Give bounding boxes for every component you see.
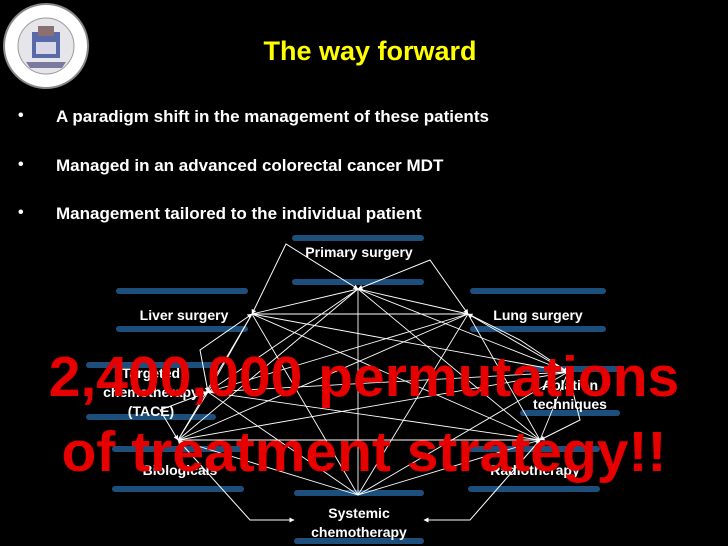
bullet-text: Management tailored to the individual pa… — [56, 204, 422, 223]
perimeter-arrow — [177, 439, 295, 523]
edge-radio-tace — [207, 391, 541, 441]
perimeter-arrow — [423, 439, 541, 523]
edge-systemic-liver — [251, 313, 359, 496]
bullet-text: Managed in an advanced colorectal cancer… — [56, 155, 444, 175]
node-radiotherapy: Radiotherapy — [490, 462, 580, 478]
perimeter-arrow — [539, 371, 581, 441]
node-lung-surgery: Lung surgery — [493, 307, 583, 323]
node-liver-surgery: Liver surgery — [139, 307, 229, 323]
perimeter-arrow — [467, 313, 569, 373]
bullet-icon: • — [18, 107, 24, 124]
node-systemic-chemotherapy: Systemic chemotherapy — [311, 505, 407, 540]
overlay-strategy-line: of treatment strategy!! — [61, 420, 667, 484]
node-primary-surgery: Primary surgery — [305, 244, 413, 260]
perimeter-arrow — [199, 313, 253, 393]
bullet-item: • A paradigm shift in the management of t… — [18, 107, 489, 156]
node-box-primary — [292, 235, 424, 285]
node-targeted-chemotherapy: Targeted chemotherapy (TACE) — [103, 365, 199, 419]
edge-ablation-tace — [207, 371, 569, 393]
edge-primary-liver — [251, 288, 359, 315]
perimeter-arrow — [159, 391, 209, 441]
bullet-icon: • — [18, 204, 24, 221]
perimeter-arrow — [357, 259, 469, 315]
edge-primary-lung — [357, 288, 469, 315]
slide-title: The way forward — [263, 36, 477, 66]
bullet-text: A paradigm shift in the management of th… — [56, 107, 489, 126]
bullet-list: • A paradigm shift in the management of t… — [18, 107, 489, 253]
edge-lung-bio — [177, 313, 469, 441]
node-biologicals: Biologicals — [142, 462, 218, 478]
hospital-seal-logo — [2, 2, 90, 90]
edge-ablation-bio — [177, 371, 569, 441]
bullet-item: • Managed in an advanced colorectal cance… — [18, 156, 489, 205]
edge-ablation-systemic — [357, 371, 569, 496]
overlay-permutations-line: 2,400,000 permutations — [48, 345, 680, 409]
bullet-icon: • — [18, 155, 24, 173]
edge-lung-systemic — [357, 313, 469, 496]
bullet-item: • Management tailored to the individual p… — [18, 204, 489, 253]
hospital-seal-icon — [3, 3, 89, 89]
edge-radio-liver — [251, 313, 541, 441]
node-box-systemic — [294, 490, 424, 544]
node-ablation-techniques: Ablation techniques — [533, 377, 607, 412]
perimeter-arrow — [251, 243, 359, 315]
